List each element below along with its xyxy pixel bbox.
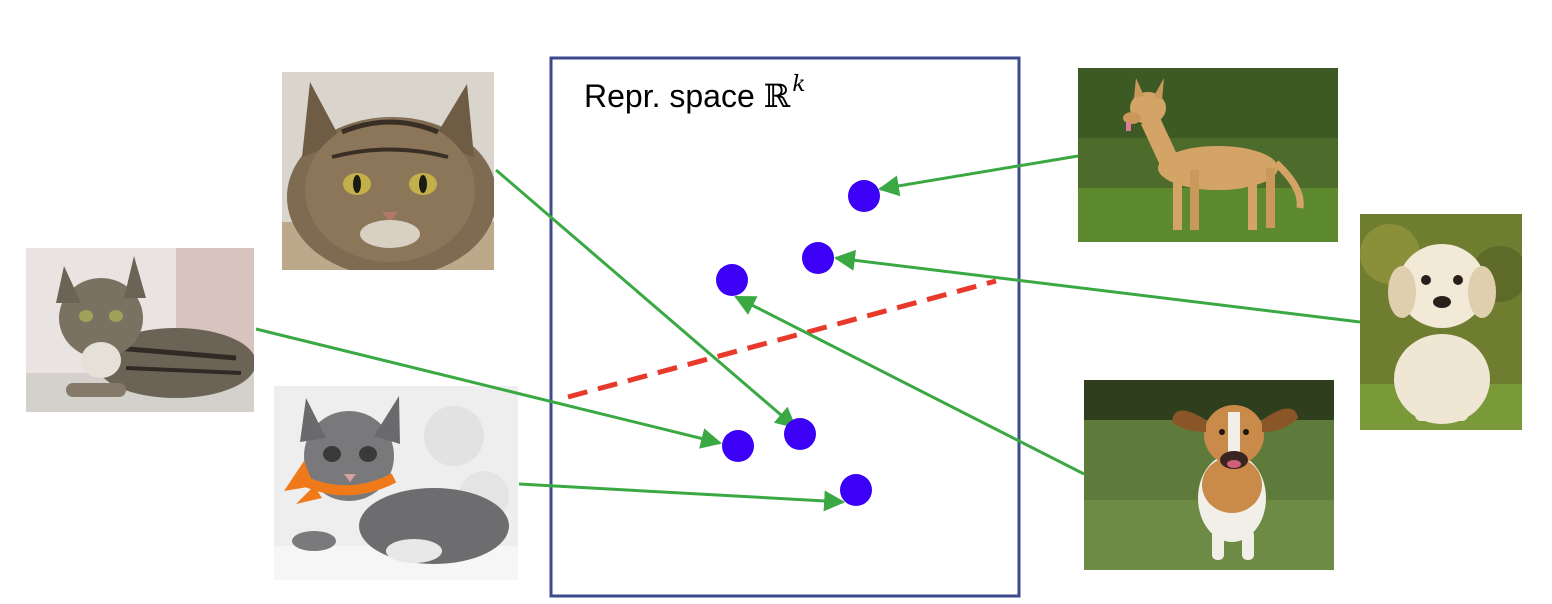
decision-boundary-line [567,278,997,400]
representation-space-title: Repr. space ℝk [584,72,806,115]
arrow-dog-standing [877,154,1079,197]
embedding-point-dog-3 [716,264,748,296]
embedding-point-dog-1 [848,180,880,212]
title-text: Repr. space [584,78,764,114]
embedding-point-cat-1 [722,430,754,462]
kitten-photo-orange-bow-icon [274,386,518,580]
dog-photo-labrador-puppy-icon [1360,214,1522,430]
arrow-cat-closeup [495,168,797,429]
embedding-point-cat-2 [784,418,816,450]
cat-photo-lying-tabby-icon [26,248,254,412]
arrow-kitten [518,482,846,512]
representation-space-box [549,56,1021,598]
embedding-point-cat-3 [840,474,872,506]
arrow-dog-labrador [833,249,1361,324]
dog-photo-running-beagle-icon [1084,380,1334,570]
dimension-superscript: k [792,72,806,97]
embedding-point-dog-2 [802,242,834,274]
dog-photo-standing-tan-icon [1078,68,1338,242]
arrow-dog-beagle [734,295,1085,476]
cat-photo-tabby-closeup-icon [282,72,494,270]
real-numbers-symbol: ℝ [763,77,791,115]
